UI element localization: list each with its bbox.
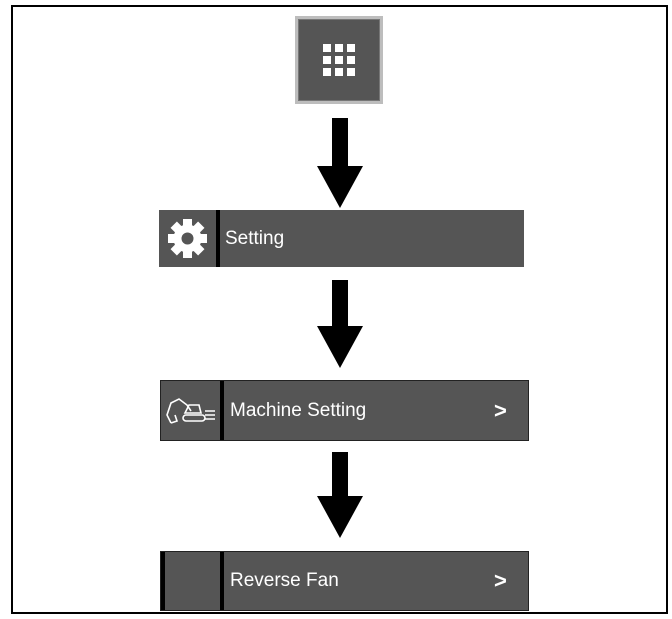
- machine-setting-row[interactable]: Machine Setting >: [160, 380, 529, 441]
- row-divider: [216, 210, 220, 267]
- menu-button[interactable]: [295, 16, 383, 104]
- row-divider: [220, 552, 224, 610]
- machine-setting-label: Machine Setting: [230, 399, 367, 421]
- down-arrow-icon: [317, 118, 363, 208]
- grid-menu-icon: [323, 44, 355, 76]
- chevron-right-icon: >: [494, 568, 507, 593]
- reverse-fan-label: Reverse Fan: [230, 570, 339, 591]
- chevron-right-icon: >: [494, 397, 507, 423]
- reverse-fan-icon-cell: [165, 552, 220, 610]
- setting-label: Setting: [225, 227, 285, 249]
- setting-icon-cell: [159, 210, 216, 267]
- reverse-fan-row[interactable]: Reverse Fan >: [160, 551, 529, 611]
- down-arrow-icon: [317, 280, 363, 368]
- excavator-icon: [166, 398, 215, 424]
- row-divider: [220, 381, 224, 440]
- gear-icon: [168, 219, 207, 258]
- machine-icon-cell: [161, 381, 220, 440]
- down-arrow-icon: [317, 452, 363, 538]
- setting-row[interactable]: Setting: [159, 210, 524, 267]
- row-left-edge: [161, 552, 165, 610]
